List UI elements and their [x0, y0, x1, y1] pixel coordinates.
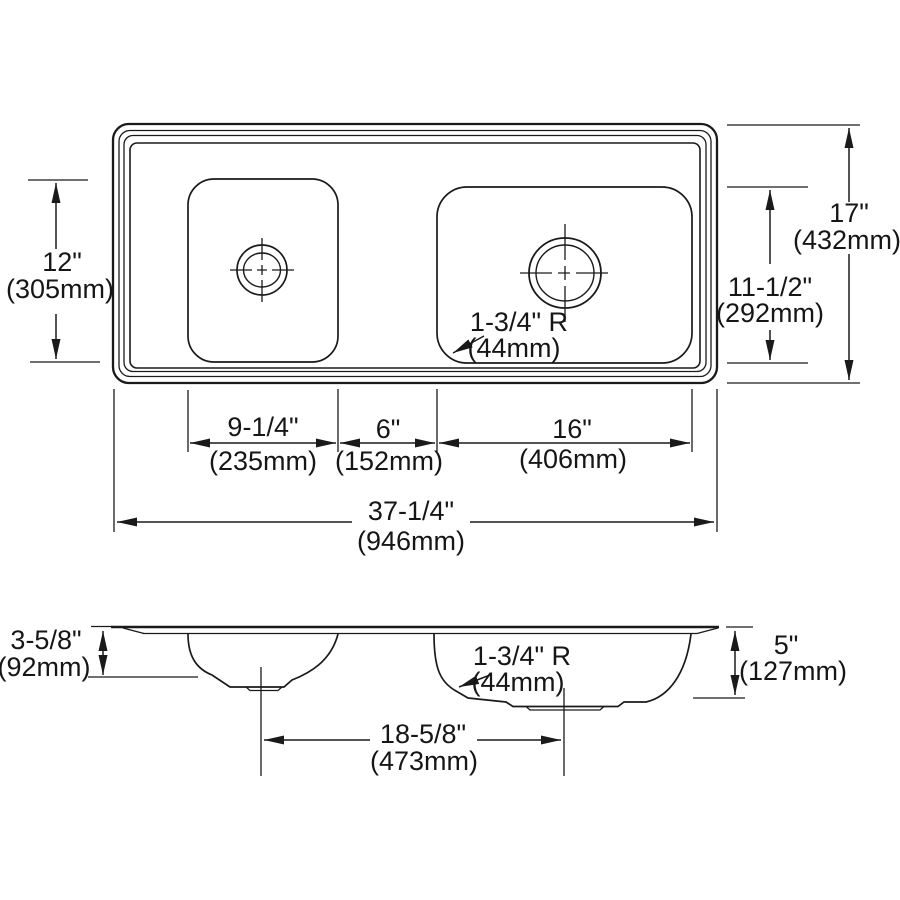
rim-taper-left: [122, 627, 145, 635]
dim-label-mm: (92mm): [0, 652, 91, 682]
dim-label-inch: 16": [552, 414, 592, 444]
top-view: 1-3/4" R (44mm) 12" (305mm) 17" (432mm): [6, 122, 900, 556]
left-drain: [230, 238, 294, 302]
dim-right-bowl-depth: 5" (127mm): [693, 626, 847, 699]
dim-label-inch: 37-1/4": [368, 496, 454, 526]
dim-label-mm: (127mm): [739, 656, 847, 686]
radius-leader-arrow: [458, 674, 491, 688]
dim-label-mm: (432mm): [793, 225, 900, 255]
dim-label-inch: 18-5/8": [380, 719, 466, 749]
radius-leader-arrow: [452, 335, 485, 354]
radius-label-mm: (44mm): [468, 333, 561, 363]
sink-rim-line-3: [123, 134, 707, 373]
radius-label-inch: 1-3/4" R: [470, 307, 568, 337]
dim-label-inch: 12": [42, 247, 82, 277]
radius-label-inch: 1-3/4" R: [473, 641, 571, 671]
dim-label-mm: (152mm): [335, 446, 443, 476]
section-view: 3-5/8" (92mm) 1-3/4" R (44mm) 5" (127mm)…: [0, 625, 847, 776]
dim-label-inch: 3-5/8": [10, 625, 81, 655]
right-drain-collar: [525, 706, 605, 711]
dim-overall-width: 37-1/4" (946mm): [117, 496, 714, 556]
dim-label-inch: 9-1/4": [227, 412, 298, 442]
dim-label-mm: (473mm): [370, 746, 478, 776]
dim-label-inch: 17": [829, 198, 869, 228]
dim-right-bowl-width: 16" (406mm): [439, 414, 690, 474]
dim-label-inch: 11-1/2": [728, 272, 812, 302]
radius-label-mm: (44mm): [472, 667, 565, 697]
right-bowl: [436, 186, 693, 364]
rim-taper-right: [696, 627, 719, 635]
dim-label-mm: (406mm): [519, 444, 627, 474]
bottom-extension-lines: [113, 389, 718, 532]
dim-label-inch: 5": [774, 630, 799, 660]
dim-right-bowl-front-back: 11-1/2" (292mm): [716, 186, 824, 364]
right-drain: [520, 224, 612, 324]
dim-left-bowl-width: 9-1/4" (235mm): [190, 412, 336, 476]
dim-left-bowl-front-back: 12" (305mm): [6, 179, 114, 363]
sink-rim-line-2: [118, 129, 712, 378]
left-drain-collar: [245, 686, 283, 692]
dim-left-bowl-depth: 3-5/8" (92mm): [0, 625, 198, 682]
right-bowl-profile: [433, 633, 692, 708]
sink-deck-line: [129, 142, 701, 369]
dim-corner-radius-section: 1-3/4" R (44mm): [458, 641, 571, 697]
left-bowl: [187, 178, 339, 363]
dim-label-mm: (305mm): [6, 274, 114, 304]
dim-corner-radius-plan: 1-3/4" R (44mm): [452, 307, 568, 363]
dim-drain-centers: 18-5/8" (473mm): [264, 719, 561, 776]
dim-label-mm: (235mm): [209, 446, 317, 476]
left-bowl-profile: [187, 633, 339, 688]
dim-label-mm: (292mm): [716, 298, 824, 328]
dim-label-inch: 6": [376, 414, 401, 444]
dim-label-mm: (946mm): [357, 526, 465, 556]
dim-center-spacing: 6" (152mm): [335, 414, 443, 476]
dim-overall-front-back: 17" (432mm): [727, 124, 900, 384]
sink-outer-rim: [111, 122, 719, 385]
